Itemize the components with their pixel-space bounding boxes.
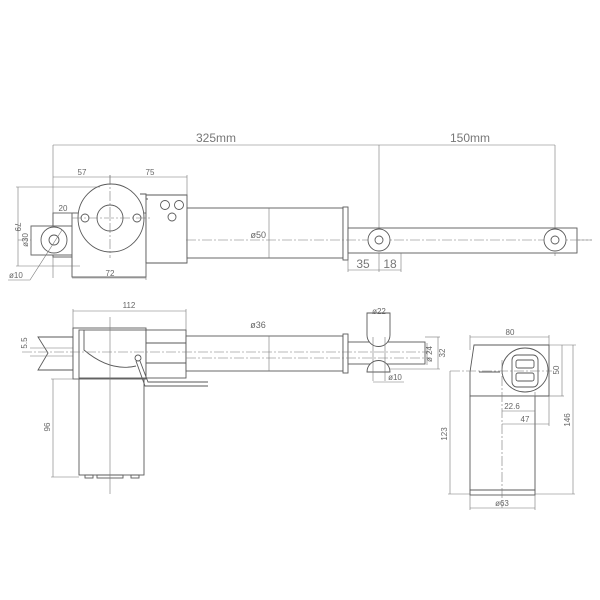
dim-50-label: 50: [552, 365, 561, 374]
gearbox-housing: [145, 329, 187, 379]
dia-24-label: ø 24: [425, 345, 434, 362]
tube-collar: [342, 206, 349, 261]
dia-50-label: ø50: [250, 230, 266, 240]
leader-line: [8, 229, 63, 281]
dim-146-label: 146: [563, 413, 572, 427]
dim-80-label: 80: [506, 328, 515, 337]
motor: [469, 395, 536, 491]
dim-32-label: 32: [438, 348, 447, 357]
inner-rod: [347, 341, 426, 365]
screw-icon: [160, 200, 170, 210]
top-view: 325mm 150mm 57 75 ø: [8, 131, 592, 281]
motor-foot: [84, 474, 94, 479]
rod-eye-hole: [550, 235, 560, 245]
cable: [135, 360, 208, 387]
tube-collar: [342, 333, 349, 374]
rod-eye: [543, 228, 567, 252]
dia-10-label: ø10: [388, 373, 402, 382]
dim-22-6-label: 22.6: [504, 402, 520, 411]
rod-eye-part: [515, 372, 535, 382]
dim-18-label: 18: [383, 257, 397, 271]
dim-123-label: 123: [440, 427, 449, 441]
rod-eye-hole: [374, 235, 384, 245]
dim-112-label: 112: [123, 301, 136, 310]
outer-tube: [185, 335, 344, 372]
dia-10-label: ø10: [9, 271, 23, 280]
dim-57-label: 57: [78, 168, 87, 177]
dim-47-label: 47: [521, 415, 530, 424]
rear-clevis: [37, 336, 74, 371]
dia-30-label: ø30: [21, 233, 30, 247]
cable: [139, 360, 208, 383]
dim-35-label: 35: [356, 257, 370, 271]
housing-notch: [140, 193, 148, 200]
rear-eye-circle: [40, 226, 68, 254]
dim-5-5-label: 5.5: [20, 337, 29, 349]
outer-tube: [186, 207, 344, 259]
side-view: 80 50 146 123 22.6 47 ø63: [440, 328, 576, 510]
cable-entry: [134, 354, 142, 362]
dim-72-label: 72: [106, 269, 115, 278]
rod-eye-top: [366, 312, 391, 347]
dim-150mm-label: 150mm: [450, 131, 490, 145]
dia-22-label: ø22: [372, 307, 386, 316]
dim-79-label: 79: [13, 223, 22, 232]
rear-eye-hole: [48, 234, 60, 246]
screw-icon: [174, 200, 184, 210]
screw-icon: [167, 212, 177, 222]
gearbox: [72, 327, 147, 380]
dia-36-label: ø36: [250, 320, 266, 330]
gear-arc: [83, 330, 137, 368]
dia-63-label: ø63: [495, 499, 509, 508]
motor-base: [469, 489, 536, 496]
dim-20-label: 20: [59, 204, 68, 213]
dim-75-label: 75: [146, 168, 155, 177]
front-view: 112 5.5 96 ø36: [20, 301, 447, 494]
rear-eye: [30, 225, 74, 256]
rod-eye: [367, 228, 391, 252]
motor-foot: [130, 474, 140, 479]
dim-96-label: 96: [43, 422, 52, 431]
gearbox-housing: [145, 194, 188, 264]
dim-325mm-label: 325mm: [196, 131, 236, 145]
motor: [78, 378, 145, 476]
rod-eye-part: [515, 359, 535, 369]
